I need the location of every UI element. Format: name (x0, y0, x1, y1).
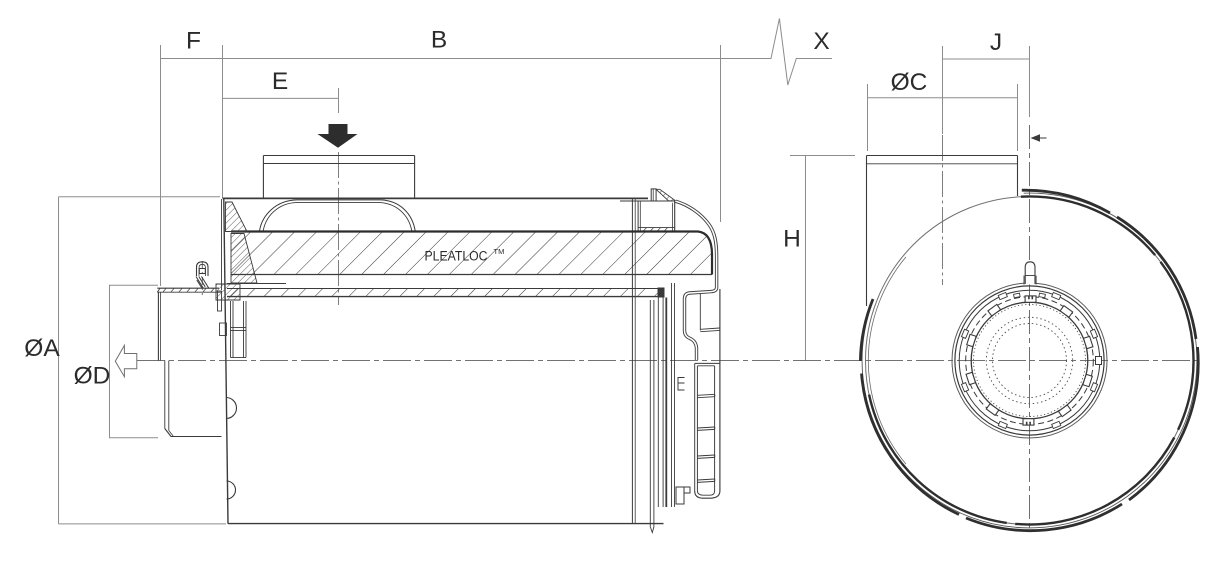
svg-text:B: B (431, 27, 447, 54)
svg-text:H: H (783, 226, 801, 253)
svg-text:PLEATLOC: PLEATLOC (425, 248, 488, 263)
svg-text:ØD: ØD (74, 363, 111, 390)
svg-text:TM: TM (494, 247, 505, 256)
svg-text:F: F (186, 28, 201, 55)
svg-text:E: E (272, 68, 288, 95)
svg-text:X: X (813, 28, 829, 55)
svg-text:J: J (990, 29, 1002, 56)
svg-text:ØC: ØC (891, 69, 928, 96)
svg-text:ØA: ØA (24, 335, 60, 362)
